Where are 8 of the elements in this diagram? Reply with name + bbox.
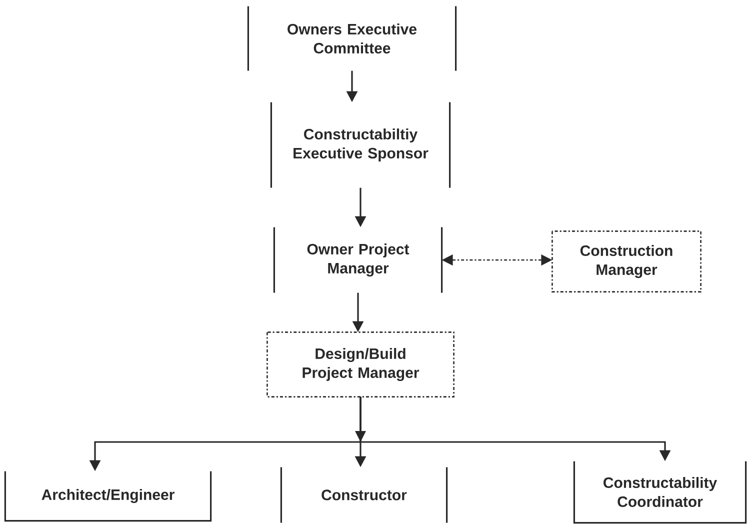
- org-box: Constructability Coordinator: [573, 461, 747, 524]
- org-box: Architect/Engineer: [4, 471, 212, 522]
- org-box: Constructor: [280, 467, 448, 523]
- dashed-box: Construction Manager: [552, 230, 702, 292]
- org-box: Owner Project Manager: [273, 227, 443, 293]
- org-box: Owners Executive Committee: [247, 6, 457, 71]
- dashed-box: Design/Build Project Manager: [266, 332, 454, 398]
- org-box: Constructabiltiy Executive Sponsor: [270, 102, 451, 188]
